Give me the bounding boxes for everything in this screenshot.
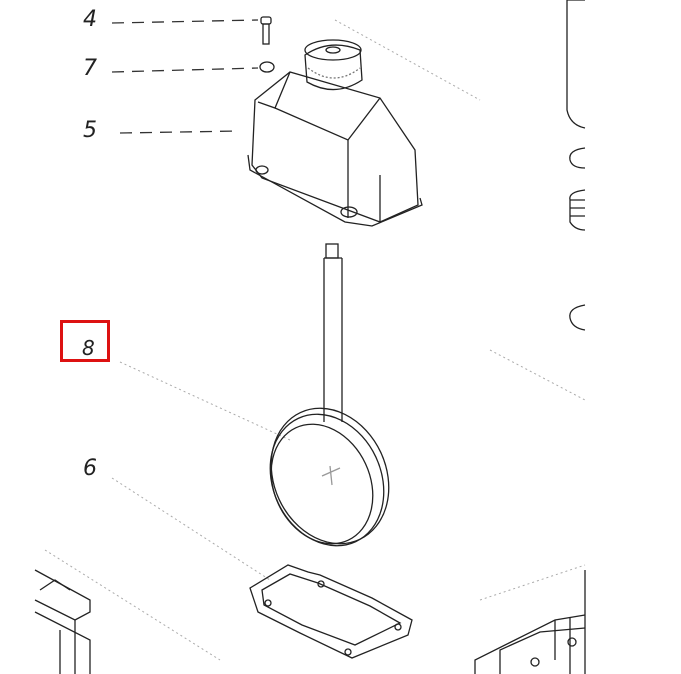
- washer-part-7: [259, 61, 275, 73]
- callout-8: 8: [82, 336, 95, 360]
- callout-8-highlight-box: [60, 320, 110, 362]
- callout-5: 5: [83, 118, 97, 143]
- float-rod-part-8: [269, 243, 390, 547]
- callout-4: 4: [83, 7, 97, 32]
- callout-6: 6: [83, 456, 97, 481]
- frame-bottom-left: [34, 569, 91, 674]
- housing-part-5: [247, 39, 423, 227]
- right-partial-parts: [566, 0, 586, 331]
- leader-lines: [111, 19, 259, 134]
- dotted-guides: [44, 19, 586, 661]
- frame-bottom-right: [474, 570, 586, 674]
- gasket-part-6: [249, 564, 413, 659]
- bolt-part-4: [260, 16, 272, 45]
- callout-7: 7: [83, 56, 97, 81]
